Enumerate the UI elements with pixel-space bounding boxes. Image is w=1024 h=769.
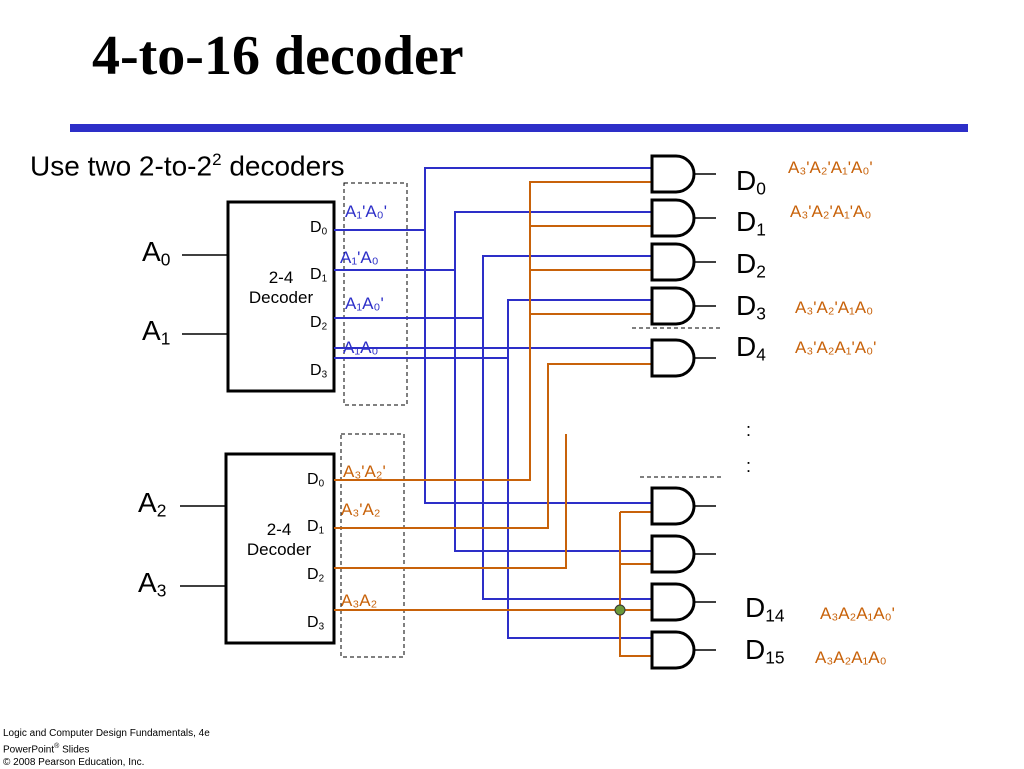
output-term-3: A₃'A₂'A₁A₀	[795, 298, 874, 317]
high-d1-label: D1	[307, 518, 325, 537]
wire-low-d0	[334, 167, 652, 231]
output-d4-label: D4	[736, 331, 766, 365]
output-d2-label: D2	[736, 248, 766, 282]
wire-low-d3	[334, 299, 652, 359]
output-d1-label: D1	[736, 206, 766, 240]
and-gate	[650, 582, 696, 622]
and-gate	[650, 154, 696, 194]
low-term-2: A₁A₀'	[345, 294, 384, 313]
ellipsis-dot-2: :	[746, 456, 752, 476]
input-a3-label: A3	[138, 567, 167, 601]
output-term-14: A₃A₂A₁A₀'	[820, 604, 895, 623]
low-term-3: A₁A₀	[343, 338, 379, 357]
output-term-4: A₃'A₂A₁'A₀'	[795, 338, 877, 357]
ellipsis-dot-1: :	[746, 420, 752, 440]
and-gate	[650, 630, 696, 670]
wire-high-d3-bus	[619, 512, 652, 657]
output-d15-label: D15	[745, 634, 785, 668]
title-underline	[70, 124, 968, 132]
low-d2-label: D2	[310, 314, 328, 333]
output-term-15: A₃A₂A₁A₀	[815, 648, 887, 667]
term-group-high	[340, 433, 405, 658]
wire-high-d2	[334, 434, 567, 569]
wire-high-d0	[334, 181, 652, 481]
low-d1-label: D1	[310, 266, 328, 285]
and-gate	[650, 338, 696, 378]
wire-low-d2	[334, 255, 652, 319]
wire-low-d3-branch	[507, 358, 652, 639]
wire-low-d0-branch	[424, 230, 652, 504]
low-decoder-wiring	[334, 167, 652, 639]
low-d3-label: D3	[310, 362, 328, 381]
output-d0-label: D0	[736, 165, 766, 199]
slide-title: 4-to-16 decoder	[92, 25, 464, 87]
slide-subtitle: Use two 2-to-22 decoders	[30, 150, 345, 182]
wire-low-d2-branch	[482, 318, 652, 600]
high-d0-label: D0	[307, 471, 325, 490]
and-gates	[650, 154, 716, 670]
junction-dot	[614, 604, 626, 616]
input-a2-label: A2	[138, 487, 167, 521]
and-gate	[650, 242, 696, 282]
and-gate	[650, 198, 696, 238]
high-term-1: A₃'A₂	[341, 500, 381, 519]
output-d14-label: D14	[745, 592, 785, 626]
low-term-1: A₁'A₀	[340, 248, 379, 267]
decoder-box-high	[224, 452, 336, 645]
high-d2-label: D2	[307, 566, 325, 585]
wire-low-d1	[334, 211, 652, 271]
and-gate	[650, 286, 696, 326]
term-group-low	[343, 182, 408, 406]
decoder-box-low	[226, 200, 336, 393]
high-decoder-wiring	[334, 181, 652, 657]
output-d3-label: D3	[736, 290, 766, 324]
high-term-3: A₃A₂	[341, 591, 378, 610]
low-d0-label: D0	[310, 219, 328, 238]
output-term-0: A₃'A₂'A₁'A₀'	[788, 158, 873, 177]
wire-low-d1-branch	[454, 270, 652, 552]
high-d3-label: D3	[307, 614, 325, 633]
low-term-0: A₁'A₀'	[345, 202, 387, 221]
high-term-0: A₃'A₂'	[343, 462, 386, 481]
wire-high-d1	[334, 363, 652, 529]
output-term-1: A₃'A₂'A₁'A₀	[790, 202, 872, 221]
and-gate	[650, 534, 696, 574]
input-a1-label: A1	[142, 315, 171, 349]
slide-footer: Logic and Computer Design Fundamentals, …	[3, 728, 210, 769]
and-gate	[650, 486, 696, 526]
input-a0-label: A0	[142, 236, 171, 270]
